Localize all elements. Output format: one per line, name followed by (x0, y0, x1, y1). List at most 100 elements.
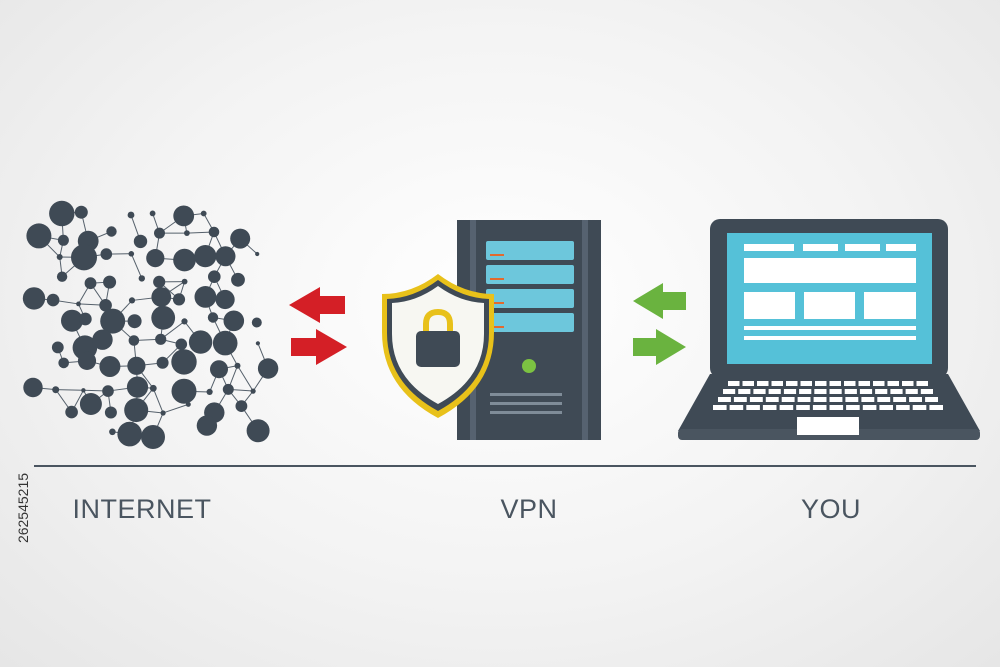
mesh-node (127, 356, 146, 375)
keyboard-key (905, 389, 918, 394)
keyboard-key (733, 397, 747, 402)
touchpad (797, 417, 859, 435)
mesh-node (185, 401, 191, 407)
keyboard-key (929, 405, 943, 410)
mesh-node (188, 330, 213, 354)
keyboard-key (844, 381, 856, 386)
mesh-node (71, 244, 97, 271)
keyboard-key (920, 389, 933, 394)
keyboard-key (829, 405, 844, 410)
mesh-node (207, 312, 219, 323)
mesh-node (51, 341, 64, 354)
arrow-left-icon (289, 287, 345, 323)
keyboard-key (762, 405, 777, 410)
mesh-node (181, 278, 188, 285)
mesh-link (162, 403, 189, 414)
mesh-node (26, 223, 52, 249)
mesh-node (208, 270, 221, 284)
mesh-node (81, 388, 86, 393)
keyboard-key (753, 389, 766, 394)
keyboard-key (845, 397, 859, 402)
keyboard-key (796, 405, 810, 410)
network-mesh-icon (22, 200, 279, 449)
arrow-right-icon (633, 329, 686, 365)
internet-vpn-arrows (289, 287, 347, 365)
mesh-node (117, 421, 142, 447)
keyboard-key (890, 389, 903, 394)
mesh-node (52, 386, 60, 394)
label-vpn: VPN (500, 494, 558, 524)
mesh-node (215, 289, 235, 310)
keyboard-key (912, 405, 927, 410)
mesh-node (194, 245, 217, 268)
keyboard-key (765, 397, 779, 402)
mesh-link (55, 389, 84, 391)
mesh-node (184, 230, 190, 237)
mesh-node (151, 305, 176, 330)
keyboard-key (812, 405, 827, 410)
keyboard-key (896, 405, 910, 410)
mesh-node (141, 425, 165, 449)
keyboard-key (738, 389, 751, 394)
vpn-you-arrows (633, 283, 686, 365)
mesh-node (104, 406, 117, 419)
mesh-node (212, 330, 238, 356)
mesh-node (127, 211, 135, 219)
mesh-node (65, 405, 78, 419)
mesh-node (149, 210, 156, 217)
keyboard-key (814, 389, 827, 394)
mesh-node (246, 419, 270, 443)
mesh-node (154, 227, 165, 239)
keyboard-key (800, 381, 812, 386)
keyboard-key (797, 397, 811, 402)
mesh-node (138, 275, 145, 282)
mesh-node (133, 234, 148, 249)
keyboard-key (861, 397, 875, 402)
keyboard-key (813, 397, 827, 402)
keyboard-key (893, 397, 907, 402)
keyboard-key (781, 397, 795, 402)
mesh-node (222, 383, 234, 395)
mesh-node (103, 275, 117, 289)
arrow-left-icon (633, 283, 686, 319)
mesh-node (160, 410, 166, 416)
keyboard-key (887, 381, 899, 386)
arrow-right-icon (291, 329, 347, 365)
mesh-node (215, 246, 236, 267)
mesh-node (223, 310, 245, 332)
mesh-node (173, 248, 196, 272)
mesh-node (56, 254, 63, 260)
keyboard-key (829, 397, 843, 402)
mesh-node (175, 338, 188, 351)
keyboard-key (749, 397, 763, 402)
mesh-node (172, 293, 186, 306)
mesh-node (155, 333, 167, 345)
keyboard-key (713, 405, 727, 410)
status-led-icon (522, 359, 536, 373)
mesh-node (206, 388, 213, 395)
mesh-node (23, 377, 43, 398)
mesh-node (78, 312, 92, 326)
mesh-node (58, 357, 69, 369)
mesh-node (76, 301, 81, 307)
keyboard-key (799, 389, 812, 394)
mesh-node (77, 351, 97, 370)
mesh-node (171, 349, 197, 375)
keyboard-key (873, 381, 885, 386)
mesh-node (100, 308, 126, 334)
mesh-node (196, 415, 218, 436)
mesh-node (251, 317, 262, 328)
mesh-node (92, 329, 113, 350)
mesh-node (49, 200, 75, 227)
mesh-node (99, 356, 121, 377)
mesh-node (106, 226, 117, 237)
mesh-node (61, 309, 83, 332)
keyboard-key (729, 405, 744, 410)
mesh-node (109, 428, 116, 436)
mesh-node (46, 293, 60, 307)
mesh-node (56, 271, 68, 282)
stock-id: 262545215 (15, 472, 31, 544)
mesh-node (235, 400, 248, 412)
mesh-node (100, 248, 113, 260)
